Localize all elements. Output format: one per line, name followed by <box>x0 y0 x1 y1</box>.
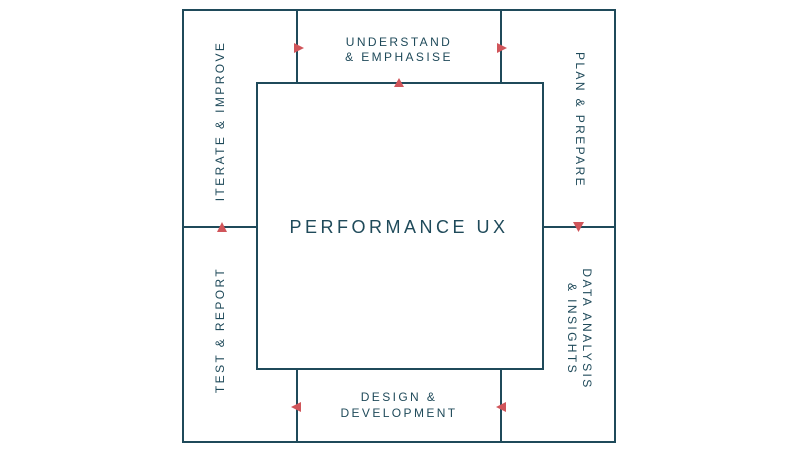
arrow-right-icon <box>497 43 507 53</box>
arrow-right-icon <box>294 43 304 53</box>
stage-design-line1: DESIGN & <box>361 390 438 404</box>
stage-plan: PLAN & PREPARE <box>573 52 587 188</box>
arrow-up-icon <box>394 78 404 87</box>
arrow-left-icon <box>291 402 301 412</box>
stage-data-line1: DATA ANALYSIS <box>580 268 594 389</box>
arrow-left-icon <box>496 402 506 412</box>
stage-understand-line2: & EMPHASISE <box>345 50 453 64</box>
arrow-up-icon <box>217 222 227 232</box>
stage-understand-line1: UNDERSTAND <box>346 35 452 49</box>
stage-iterate: ITERATE & IMPROVE <box>213 41 227 202</box>
stage-design-line2: DEVELOPMENT <box>340 406 457 420</box>
arrow-down-icon <box>573 222 584 232</box>
stage-test: TEST & REPORT <box>213 267 227 393</box>
stage-data-line2: & INSIGHTS <box>565 283 579 375</box>
center-label: PERFORMANCE UX <box>289 217 508 237</box>
